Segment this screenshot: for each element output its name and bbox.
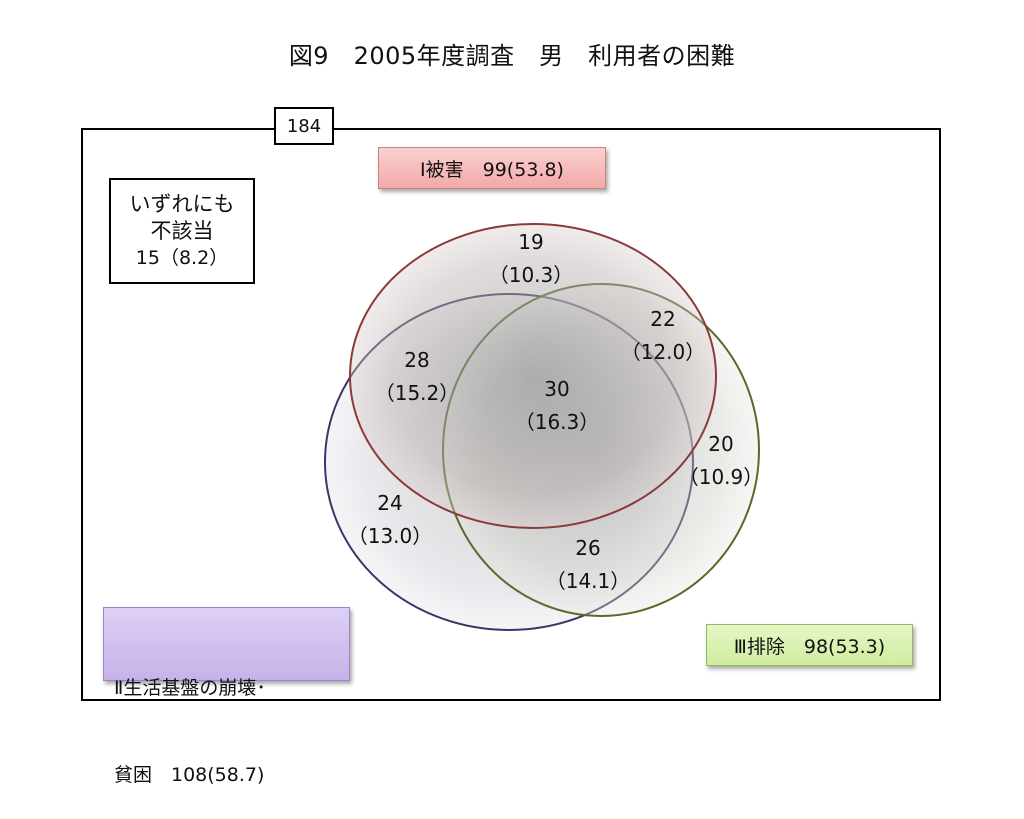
region-harm-poverty: 28 （15.2） xyxy=(375,344,460,410)
region-poverty-only: 24 （13.0） xyxy=(348,487,433,553)
region-percent: （14.1） xyxy=(545,569,631,593)
region-percent: （13.0） xyxy=(347,524,433,548)
total-count: 184 xyxy=(286,115,322,137)
region-percent: （15.2） xyxy=(374,381,460,405)
region-count: 22 xyxy=(650,307,676,331)
poverty-set-label: Ⅱ生活基盤の崩壊･ 貧困 108(58.7) xyxy=(103,607,350,786)
region-poverty-exclusion: 26 （14.1） xyxy=(546,532,631,598)
venn-diagram xyxy=(324,223,760,631)
harm-set-label-text: Ⅰ被害 99(53.8) xyxy=(420,158,564,181)
region-exclusion-only: 20 （10.9） xyxy=(679,428,764,494)
venn-frame xyxy=(81,128,941,701)
exclusion-set-label-text: Ⅲ排除 98(53.3) xyxy=(733,635,886,658)
diagram-title: 図9 2005年度調査 男 利用者の困難 xyxy=(288,42,736,70)
none-value: 15（8.2） xyxy=(135,246,229,269)
region-harm-only: 19 （10.3） xyxy=(489,226,574,292)
none-label-line1: いずれにも xyxy=(129,191,235,216)
harm-set-label: Ⅰ被害 99(53.8) xyxy=(378,147,606,189)
region-count: 19 xyxy=(518,230,544,254)
harm-set-circle xyxy=(349,223,717,529)
region-percent: （12.0） xyxy=(620,340,706,364)
none-label-line2: 不該当 xyxy=(150,218,214,243)
region-count: 26 xyxy=(575,536,601,560)
poverty-set-label-line1: Ⅱ生活基盤の崩壊･ xyxy=(114,677,266,699)
region-percent: （16.3） xyxy=(514,410,600,434)
none-applicable-box: いずれにも 不該当 15（8.2） xyxy=(109,178,255,284)
region-count: 20 xyxy=(708,432,734,456)
region-percent: （10.9） xyxy=(678,465,764,489)
region-harm-exclusion: 22 （12.0） xyxy=(621,303,706,369)
poverty-set-label-line2: 貧困 108(58.7) xyxy=(114,764,265,786)
region-count: 30 xyxy=(544,377,570,401)
total-count-box: 184 xyxy=(274,107,334,145)
region-count: 28 xyxy=(404,348,430,372)
region-percent: （10.3） xyxy=(488,263,574,287)
region-all-three: 30 （16.3） xyxy=(515,373,600,439)
exclusion-set-label: Ⅲ排除 98(53.3) xyxy=(706,624,913,666)
region-count: 24 xyxy=(377,491,403,515)
